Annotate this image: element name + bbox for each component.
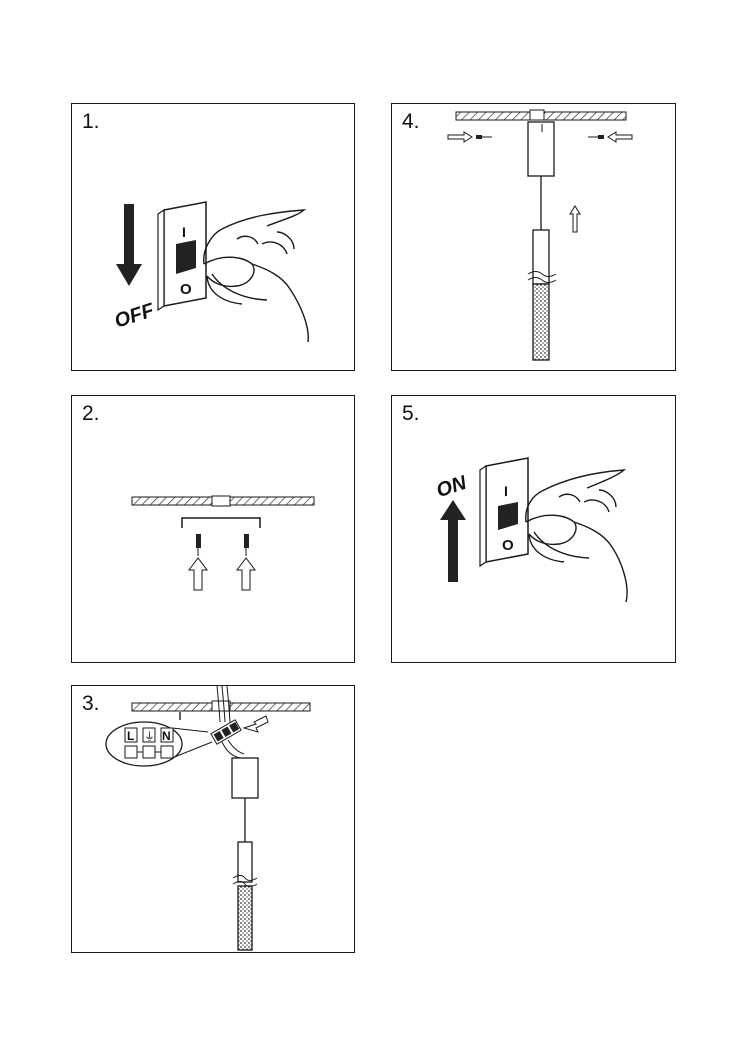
terminal-labels: L ⏚ N <box>124 727 174 759</box>
switch-on-illustration: ON I O <box>434 457 628 603</box>
lamp-tube <box>232 841 258 951</box>
screw-icon <box>476 135 492 139</box>
canopy <box>527 121 555 177</box>
up-arrow-icon <box>569 205 581 233</box>
off-label: OFF <box>112 299 158 333</box>
left-arrow-icon <box>242 715 269 733</box>
hand-icon <box>203 209 309 343</box>
step-1-number: 1. <box>82 110 100 133</box>
terminal-block <box>210 719 242 745</box>
lamp-tube <box>527 229 557 361</box>
terminal-live-label: L <box>127 729 134 743</box>
step-3-number: 3. <box>82 692 100 715</box>
step-2-panel: 2. <box>71 395 355 663</box>
step-3-panel: 3. L ⏚ N <box>71 685 355 953</box>
left-arrow-icon <box>607 131 633 143</box>
terminal-earth-label: ⏚ <box>144 730 155 743</box>
step-4-number: 4. <box>402 110 420 133</box>
screw-icon <box>588 135 604 139</box>
hand-icon <box>525 469 628 603</box>
svg-text:O: O <box>180 281 192 298</box>
up-arrow-icon <box>440 500 466 582</box>
step-4-panel: 4. <box>391 103 676 371</box>
on-label: ON <box>434 472 470 502</box>
switch-off-illustration: OFF I O <box>112 201 309 343</box>
svg-text:I: I <box>504 483 508 499</box>
wiring-illustration: L ⏚ N <box>105 686 311 951</box>
right-arrow-icon <box>447 131 473 143</box>
screw-icon <box>196 534 201 556</box>
wall-switch-icon: I O <box>479 457 529 568</box>
screw-icon <box>244 534 249 556</box>
mains-wires <box>216 686 231 723</box>
terminal-neutral-label: N <box>162 729 171 743</box>
svg-text:I: I <box>182 224 186 240</box>
canopy <box>231 757 259 799</box>
up-arrow-icon <box>236 557 256 591</box>
down-arrow-icon <box>116 204 142 286</box>
svg-text:O: O <box>502 537 514 554</box>
step-5-number: 5. <box>402 402 420 425</box>
up-arrow-icon <box>188 557 208 591</box>
mount-canopy-illustration <box>447 109 633 361</box>
step-2-number: 2. <box>82 402 100 425</box>
mount-bracket-illustration <box>131 495 315 591</box>
mounting-bracket <box>181 517 261 528</box>
wall-switch-icon: I O <box>157 201 207 312</box>
step-1-panel: 1. OFF I O <box>71 103 355 371</box>
step-5-panel: 5. ON I O <box>391 395 676 663</box>
